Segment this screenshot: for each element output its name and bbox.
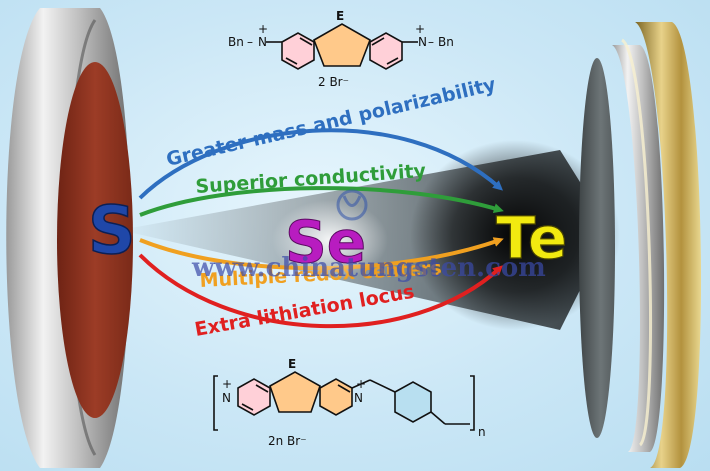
se-glow <box>272 200 388 280</box>
grey-disc <box>579 58 615 438</box>
top-left-bn-label: Bn <box>228 35 244 49</box>
bottom-heteroatom-label: E <box>288 357 296 371</box>
arrow-red <box>138 253 503 329</box>
right-electrode <box>579 22 702 468</box>
left-electrode <box>6 8 133 468</box>
top-counterion-label: 2 Br⁻ <box>318 75 349 89</box>
bottom-counterion-label: 2n Br⁻ <box>268 434 307 448</box>
top-right-bn-label: Bn <box>438 35 454 49</box>
arrow-blue <box>138 128 504 200</box>
top-right-dash: – <box>428 35 434 49</box>
top-left-n-label: N <box>258 35 267 49</box>
bottom-right-charge: + <box>356 377 366 391</box>
top-right-charge: + <box>415 22 425 36</box>
top-left-dash: – <box>247 35 253 49</box>
bottom-left-charge: + <box>222 377 232 391</box>
bottom-polymer <box>213 371 475 431</box>
watermark-logo <box>336 189 368 221</box>
top-molecule <box>266 23 418 70</box>
copper-disc <box>57 62 133 418</box>
element-s: S <box>88 192 136 269</box>
element-te: Te <box>496 204 567 272</box>
top-left-charge: + <box>258 22 268 36</box>
gold-casing <box>635 22 702 468</box>
top-right-n-label: N <box>418 35 427 49</box>
bottom-repeat-n: n <box>478 425 486 439</box>
arrow-green <box>139 186 504 217</box>
bottom-left-n-label: N <box>222 391 231 405</box>
bottom-right-n-label: N <box>354 391 363 405</box>
te-dark-halo <box>410 140 620 330</box>
watermark-text: www.chinatungsten.com <box>191 253 546 283</box>
top-heteroatom-label: E <box>336 9 344 23</box>
